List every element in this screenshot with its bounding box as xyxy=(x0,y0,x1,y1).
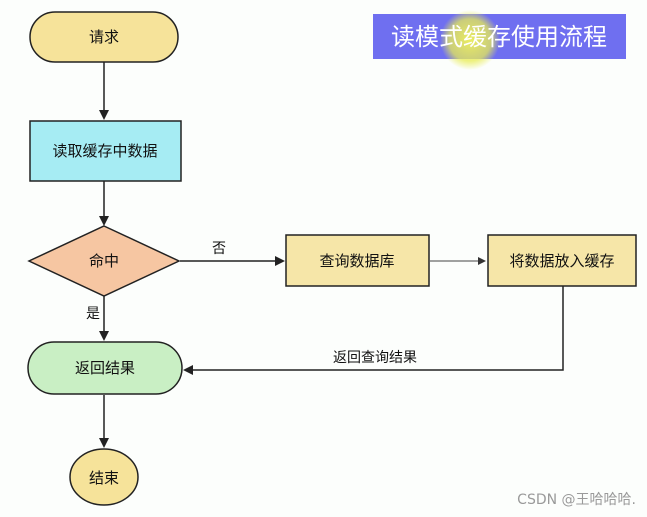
edge-put-to-return xyxy=(183,286,564,375)
watermark: CSDN @王哈哈哈. xyxy=(517,492,636,508)
node-hit: 命中 xyxy=(27,225,181,297)
node-request-label: 请求 xyxy=(89,28,119,46)
cursor-highlight xyxy=(440,10,500,70)
edge-label-yes: 是 xyxy=(86,306,100,322)
node-end-label: 结束 xyxy=(89,469,119,487)
edge-label-no: 否 xyxy=(212,241,226,257)
node-read-cache-label: 读取缓存中数据 xyxy=(52,142,157,160)
node-return-result: 返回结果 xyxy=(27,341,183,395)
node-read-cache-shape xyxy=(29,120,182,182)
diagram-title: 读模式缓存使用流程 xyxy=(391,23,607,51)
node-end: 结束 xyxy=(69,448,139,506)
node-hit-shape xyxy=(27,225,181,297)
node-put-cache-label: 将数据放入缓存 xyxy=(509,252,614,270)
node-request: 请求 xyxy=(29,11,179,63)
node-query-db: 查询数据库 xyxy=(285,234,430,287)
node-end-shape xyxy=(69,448,139,506)
node-hit-label: 命中 xyxy=(89,252,119,270)
node-read-cache: 读取缓存中数据 xyxy=(29,120,182,182)
node-query-db-label: 查询数据库 xyxy=(319,252,394,270)
node-return-result-shape xyxy=(27,341,183,395)
node-query-db-shape xyxy=(285,234,430,287)
edge-label-return-query: 返回查询结果 xyxy=(333,350,417,366)
node-request-shape xyxy=(29,11,179,63)
node-return-result-label: 返回结果 xyxy=(75,359,135,377)
node-put-cache: 将数据放入缓存 xyxy=(487,234,637,287)
node-put-cache-shape xyxy=(487,234,637,287)
